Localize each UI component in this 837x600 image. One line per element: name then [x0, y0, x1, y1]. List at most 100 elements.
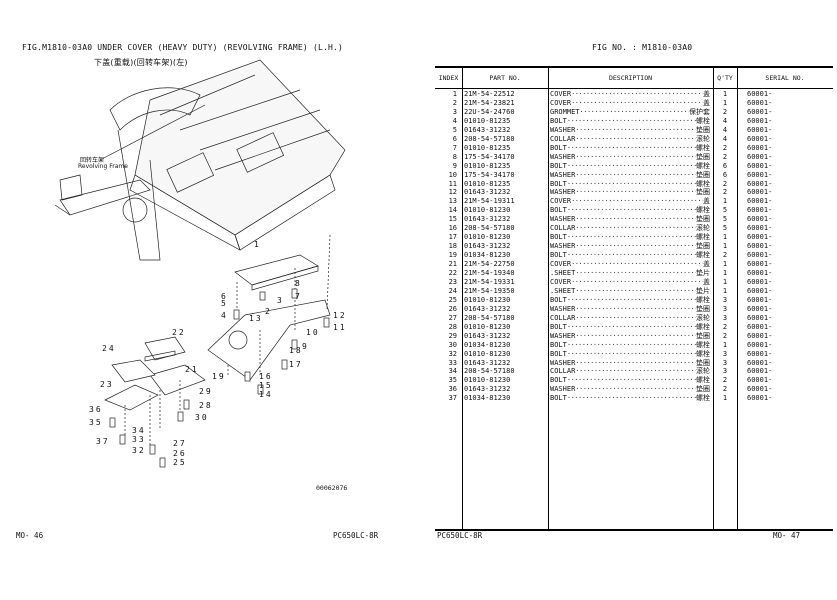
- row-qty: 1: [722, 394, 728, 403]
- description-en: COVER: [550, 197, 572, 206]
- description-cn: 螺栓: [696, 206, 710, 215]
- row-description: WASHER··································…: [550, 215, 710, 224]
- header-divider: [435, 88, 833, 89]
- description-cn: 螺栓: [696, 116, 710, 125]
- figure-title-cn: 下盖(重载)(回转车架)(左): [94, 58, 188, 67]
- callout-7: 7: [295, 292, 302, 301]
- row-description: .SHEET··································…: [550, 269, 710, 278]
- description-cn: 螺栓: [696, 340, 710, 349]
- row-serial: 60001-: [747, 269, 773, 277]
- column-divider: [462, 68, 463, 529]
- row-index: 5: [452, 125, 457, 134]
- callout-25: 25: [173, 458, 187, 467]
- row-serial: 60001-: [747, 143, 773, 152]
- leader-dots: ········································…: [575, 313, 696, 322]
- description-cn: 垫片: [696, 286, 710, 295]
- row-part-number: 21M-54-19331: [464, 277, 515, 286]
- row-part-number: 01643-31232: [464, 385, 511, 394]
- row-index: 14: [448, 206, 457, 215]
- row-qty: 2: [722, 385, 728, 394]
- leader-dots: ········································…: [575, 134, 696, 143]
- row-description: COVER···································…: [550, 260, 710, 269]
- row-qty: 2: [722, 107, 728, 116]
- description-en: BOLT: [550, 179, 567, 188]
- row-serial: 60001-: [747, 340, 773, 349]
- leader-dots: ········································…: [575, 215, 696, 224]
- description-cn: 滚轮: [696, 313, 710, 322]
- row-serial: 60001-: [747, 116, 773, 125]
- leader-dots: ········································…: [566, 394, 696, 403]
- callout-3: 3: [277, 296, 284, 305]
- row-part-number: 21M-54-19311: [464, 197, 515, 206]
- description-cn: 垫圈: [696, 188, 710, 197]
- row-qty: 3: [722, 367, 728, 376]
- row-part-number: 21M-54-22750: [464, 260, 515, 269]
- leader-dots: ········································…: [575, 269, 696, 277]
- description-en: WASHER: [550, 304, 576, 313]
- row-part-number: 01010-81230: [464, 322, 511, 331]
- description-cn: 螺栓: [696, 394, 710, 403]
- leader-dots: ········································…: [575, 367, 696, 376]
- row-index: 21: [448, 260, 457, 269]
- row-qty: 6: [722, 161, 728, 170]
- leader-dots: ········································…: [566, 143, 696, 152]
- row-qty: 3: [722, 295, 728, 304]
- row-part-number: 01010-81230: [464, 349, 511, 358]
- row-description: BOLT····································…: [550, 251, 710, 260]
- row-part-number: 21M-54-23821: [464, 98, 515, 107]
- row-index: 23: [448, 277, 457, 286]
- leader-dots: ········································…: [575, 358, 696, 367]
- row-description: BOLT····································…: [550, 296, 710, 305]
- callout-2: 2: [265, 307, 272, 316]
- row-part-number: 21M-54-19340: [464, 269, 515, 277]
- description-cn: 垫圈: [696, 152, 710, 161]
- description-en: COVER: [550, 98, 572, 107]
- row-description: BOLT····································…: [550, 233, 710, 242]
- row-qty: 4: [722, 125, 728, 134]
- description-cn: 滚轮: [696, 367, 710, 376]
- row-index: 27: [448, 313, 457, 322]
- row-serial: 60001-: [747, 170, 773, 179]
- callout-27: 27: [173, 439, 187, 448]
- row-qty: 1: [722, 90, 728, 98]
- callout-11: 11: [333, 323, 347, 332]
- row-qty: 6: [722, 170, 728, 179]
- row-part-number: 01643-31232: [464, 188, 511, 197]
- row-part-number: 175-54-34170: [464, 152, 515, 161]
- row-part-number: 01034-81230: [464, 394, 511, 403]
- leader-dots: ········································…: [571, 277, 703, 286]
- header-description: DESCRIPTION: [608, 74, 653, 82]
- description-cn: 盖: [703, 197, 710, 206]
- row-serial: 60001-: [747, 125, 773, 134]
- row-qty: 1: [722, 197, 728, 206]
- row-description: WASHER··································…: [550, 332, 710, 341]
- description-en: .SHEET: [550, 286, 576, 295]
- row-index: 35: [448, 376, 457, 385]
- leader-dots: ········································…: [566, 161, 696, 170]
- leader-dots: ········································…: [566, 116, 696, 125]
- row-serial: 60001-: [747, 313, 773, 322]
- footer-model-left: PC650LC-8R: [333, 531, 379, 540]
- row-serial: 60001-: [747, 385, 773, 394]
- row-description: BOLT····································…: [550, 162, 710, 171]
- leader-dots: ········································…: [566, 233, 696, 242]
- description-cn: 螺栓: [696, 251, 710, 260]
- leader-dots: ········································…: [575, 242, 696, 251]
- callout-15: 15: [259, 381, 273, 390]
- row-index: 33: [448, 358, 457, 367]
- row-index: 4: [452, 116, 457, 125]
- description-cn: 垫圈: [696, 331, 710, 340]
- description-en: BOLT: [550, 340, 567, 349]
- description-en: BOLT: [550, 322, 567, 331]
- leader-dots: ········································…: [571, 260, 703, 269]
